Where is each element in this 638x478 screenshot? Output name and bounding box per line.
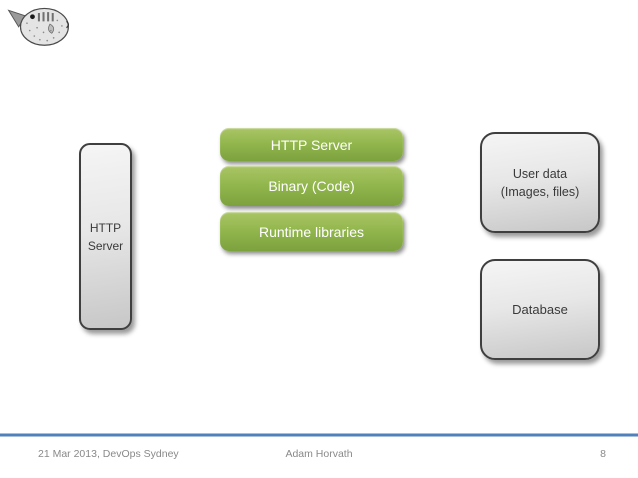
pufferfish-logo-icon <box>7 7 69 46</box>
http-server-side-box-label: HTTP Server <box>87 220 124 253</box>
stack-box-binary-code: Binary (Code) <box>220 166 403 206</box>
stack-box-http-server-label: HTTP Server <box>270 136 353 153</box>
footer-divider <box>0 433 638 437</box>
database-box-label: Database <box>512 302 568 317</box>
footer-author: Adam Horvath <box>285 448 353 460</box>
user-data-box: User data (Images, files) <box>480 132 600 233</box>
stack-box-runtime-libraries-label: Runtime libraries <box>258 223 365 240</box>
user-data-box-label-line1: User data <box>512 166 568 181</box>
database-box: Database <box>480 259 600 360</box>
footer-date: 21 Mar 2013, DevOps Sydney <box>38 448 179 460</box>
http-server-side-box: HTTP Server <box>79 143 132 330</box>
stack-box-http-server: HTTP Server <box>220 128 403 161</box>
footer-page-number: 8 <box>600 448 606 460</box>
stack-box-binary-code-label: Binary (Code) <box>268 178 355 194</box>
user-data-box-label-line2: (Images, files) <box>500 184 580 199</box>
stack-box-runtime-libraries: Runtime libraries <box>220 212 403 251</box>
